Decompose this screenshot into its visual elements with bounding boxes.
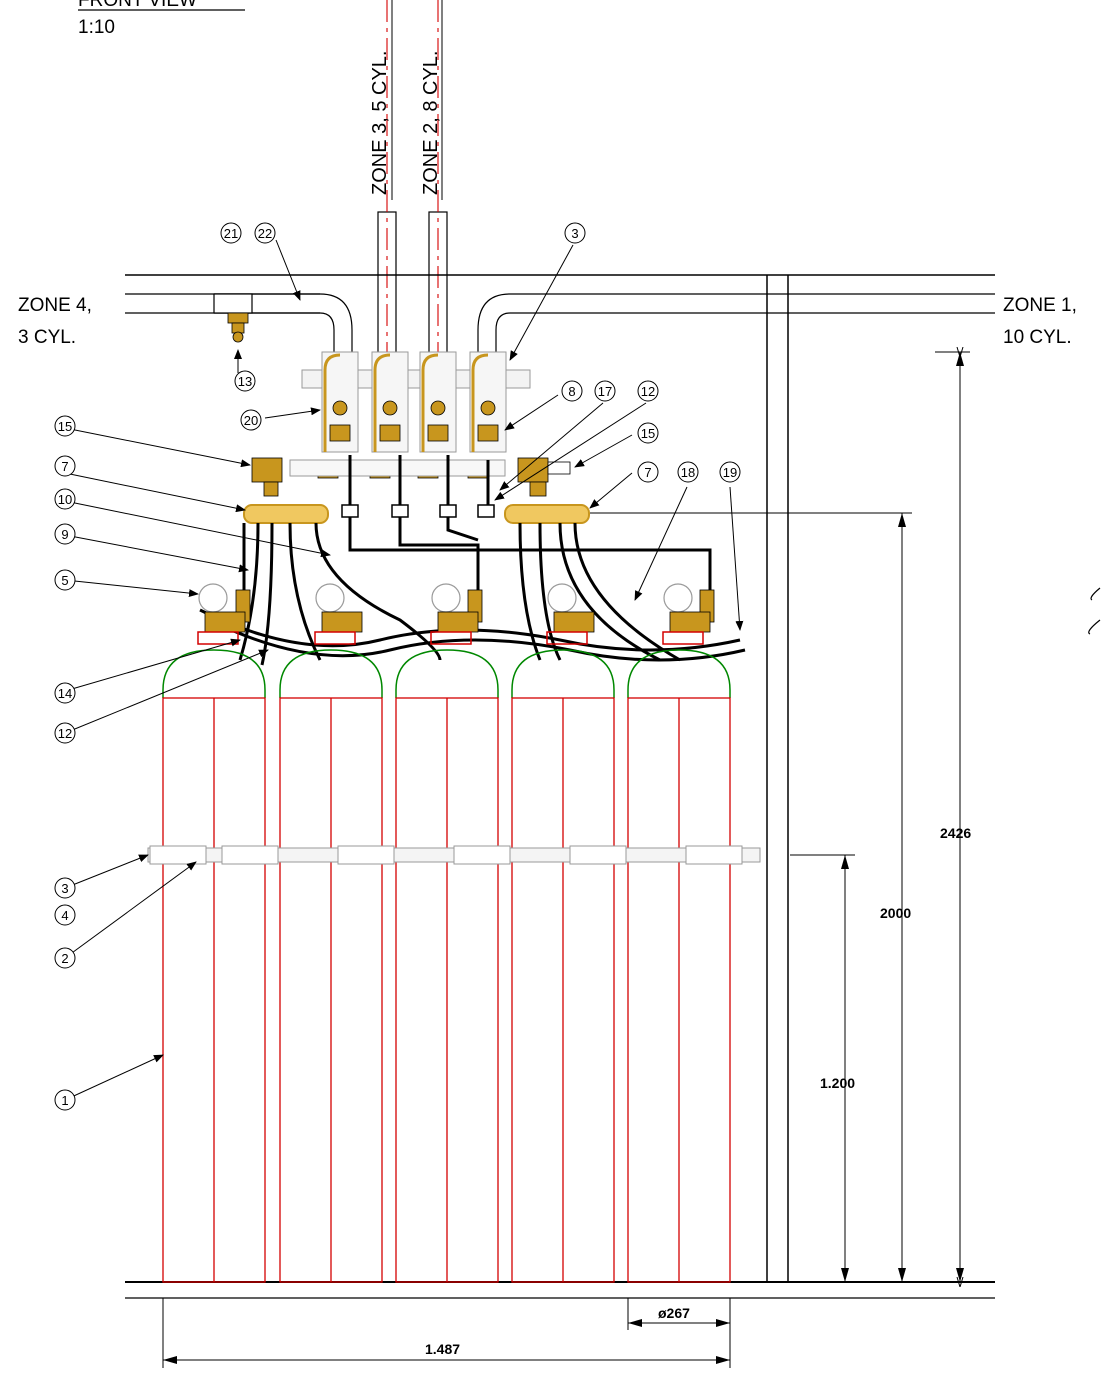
leader-lines xyxy=(64,239,744,1101)
balloon-9: 9 xyxy=(61,527,68,542)
zone-1-label-line1: ZONE 1, xyxy=(1003,295,1077,316)
pressure-switch xyxy=(227,312,249,343)
balloon-4: 4 xyxy=(61,908,68,923)
pilot-manifolds xyxy=(243,504,590,524)
zone-3-label: ZONE 3, 5 CYL. xyxy=(369,51,391,196)
balloon-22: 22 xyxy=(258,226,272,241)
balloon-12-top: 12 xyxy=(641,384,655,399)
balloon-15-left: 15 xyxy=(58,419,72,434)
cylinders xyxy=(162,649,731,1283)
balloon-labels: 21 22 3 13 20 8 17 12 15 15 7 7 18 19 10… xyxy=(58,226,737,1108)
balloon-1: 1 xyxy=(61,1093,68,1108)
view-title: FRONT VIEW 1:10 xyxy=(78,0,245,38)
zone-1-label-line2: 10 CYL. xyxy=(1003,327,1072,348)
view-scale: 1:10 xyxy=(78,17,115,38)
zone-4-label-line2: 3 CYL. xyxy=(18,327,76,348)
balloon-3-top: 3 xyxy=(571,226,578,241)
dim-1200: 1.200 xyxy=(820,1075,855,1091)
pilot-lines xyxy=(348,455,712,590)
balloon-21: 21 xyxy=(224,226,238,241)
dim-2426: 2426 xyxy=(940,825,971,841)
balloon-18: 18 xyxy=(681,465,695,480)
balloon-14: 14 xyxy=(58,686,72,701)
balloon-5: 5 xyxy=(61,573,68,588)
balloon-12-bottom: 12 xyxy=(58,726,72,741)
balloon-15-right: 15 xyxy=(641,426,655,441)
balloon-17: 17 xyxy=(598,384,612,399)
balloon-19: 19 xyxy=(723,465,737,480)
zone-elbows xyxy=(213,293,511,352)
balloon-10: 10 xyxy=(58,492,72,507)
balloon-8: 8 xyxy=(568,384,575,399)
balloon-2: 2 xyxy=(61,951,68,966)
balloon-7-left: 7 xyxy=(61,459,68,474)
pilot-tees xyxy=(341,504,495,518)
cylinder-bracket-rail xyxy=(147,845,761,865)
balloon-13: 13 xyxy=(238,374,252,389)
dim-diameter: ø267 xyxy=(658,1305,690,1321)
balloon-20: 20 xyxy=(244,413,258,428)
zone-2-label: ZONE 2, 8 CYL. xyxy=(420,51,442,196)
view-name: FRONT VIEW xyxy=(78,0,197,11)
selector-valve-bank xyxy=(251,351,571,497)
zone-4-label-line1: ZONE 4, xyxy=(18,295,92,316)
dim-2000: 2000 xyxy=(880,905,911,921)
balloon-7-right: 7 xyxy=(644,465,651,480)
balloon-3-bottom: 3 xyxy=(61,881,68,896)
dimension-lines xyxy=(162,352,970,1368)
balloons xyxy=(54,222,741,1111)
dimension-arrowheads xyxy=(163,352,964,1364)
dim-1487: 1.487 xyxy=(425,1341,460,1357)
cylinder-heads xyxy=(197,583,715,645)
offpage-arc-mark xyxy=(1088,587,1101,635)
